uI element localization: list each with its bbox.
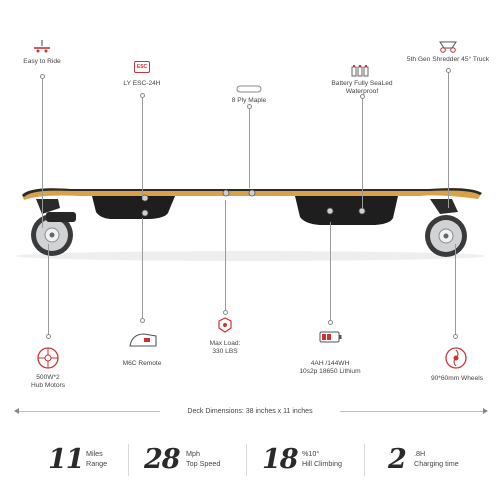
bolt [141, 209, 149, 217]
battery-enclosure [295, 196, 398, 225]
maple-deck-icon [235, 84, 263, 94]
esc-enclosure [92, 196, 175, 219]
stat-top-speed: 28 Mph Top Speed [144, 440, 244, 480]
stat-unit: Mph [186, 449, 200, 458]
feature-wheels: 90*60mm Wheels [430, 375, 484, 382]
stat-value: 11 [48, 444, 85, 475]
arrow-left-icon [14, 408, 19, 414]
feature-battery: Battery Fully SeaLed Waterproof [331, 80, 393, 96]
stat-unit: Miles [86, 449, 103, 458]
truck-icon [436, 38, 460, 54]
stat-separator [246, 444, 247, 476]
deck-grip [22, 188, 482, 197]
skateboard-icon [32, 38, 52, 54]
hub-motor-icon [36, 346, 60, 370]
feature-esc: LY ESC-24H [123, 80, 161, 87]
stat-value: 2 [388, 444, 407, 475]
esc-badge-text: ESC [133, 61, 151, 73]
bolt [358, 207, 366, 215]
remote-icon [126, 330, 160, 350]
stat-value: 28 [144, 444, 181, 475]
stat-label: Charging time [414, 459, 459, 468]
stat-charging: 2 .8H Charging time [388, 440, 488, 480]
battery-cells-icon [350, 64, 374, 78]
stat-separator [128, 444, 129, 476]
feature-truck: 5th Gen Shredder 45° Truck [406, 56, 490, 63]
stat-value: 18 [262, 444, 299, 475]
rear-truck [36, 199, 60, 214]
stat-label: Hill Climbing [302, 459, 342, 468]
feature-load: Max Load: 330 LBS [209, 340, 241, 356]
bolt [326, 207, 334, 215]
max-load-icon [216, 316, 234, 334]
front-truck [430, 199, 458, 214]
arrow-right-icon [483, 408, 488, 414]
deck-dimensions: Deck Dimensions: 38 inches x 11 inches [160, 405, 340, 418]
stat-unit: .8H [414, 449, 426, 458]
stat-label: Range [86, 459, 108, 468]
wheel-icon [444, 346, 468, 370]
bolt [248, 189, 256, 197]
stat-range: 11 Miles Range [48, 440, 138, 480]
ground-shadow [15, 251, 485, 261]
feature-easy-to-ride: Easy to Ride [23, 58, 61, 65]
bolt [222, 189, 230, 197]
battery-level-icon [318, 330, 344, 344]
feature-remote: M6C Remote [122, 360, 162, 367]
feature-capacity: 4AH /144WH 10s2p 18650 Lithium [299, 360, 361, 376]
hub-motor-housing [46, 212, 76, 222]
esc-chip-icon: ESC [131, 58, 153, 76]
stat-label: Top Speed [186, 459, 221, 468]
stat-hill-climbing: 18 %10° Hill Climbing [262, 440, 362, 480]
stat-unit: %10° [302, 449, 320, 458]
feature-maple: 8 Ply Maple [231, 97, 267, 104]
stat-separator [364, 444, 365, 476]
feature-motors: 500W*2 Hub Motors [30, 374, 66, 390]
